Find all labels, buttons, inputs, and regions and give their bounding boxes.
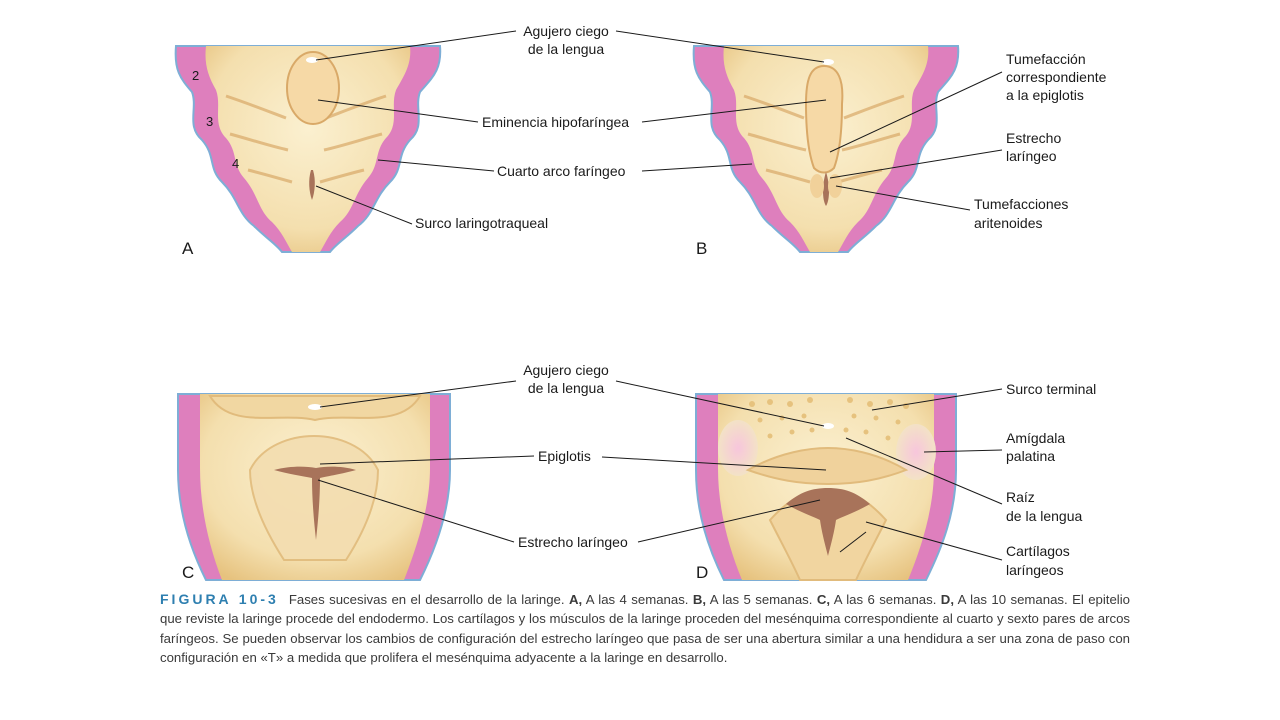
caption-intro: Fases sucesivas en el desarrollo de la l…	[288, 592, 569, 607]
pharynx-floor-a	[205, 46, 411, 252]
label-tumefaccion-line3: a la epiglotis	[1006, 87, 1084, 103]
leader-tumefaccion-b	[829, 71, 1003, 153]
label-amigdala-line1: Amígdala	[1006, 430, 1065, 446]
label-foramen-c-line1: Agujero ciego	[523, 362, 609, 378]
eminencia-hipofaringea-a	[286, 51, 340, 125]
arch-number-2: 2	[192, 68, 199, 83]
label-surco-terminal: Surco terminal	[1006, 381, 1096, 397]
label-aritenoides-line1: Tumefacciones	[974, 196, 1068, 212]
tonsil-left-d	[718, 420, 758, 476]
epiglottic-swelling-b	[804, 64, 844, 174]
figure-caption: FIGURA 10-3 Fases sucesivas en el desarro…	[160, 590, 1130, 668]
caption-letter-b: B,	[692, 592, 707, 607]
caption-letter-a: A,	[568, 592, 583, 607]
arch-ridges-b	[743, 94, 905, 184]
label-foramen-a-line2: de la lengua	[528, 41, 605, 57]
label-cartilagos-line2: laríngeos	[1006, 562, 1064, 578]
label-raiz-line2: de la lengua	[1006, 508, 1083, 524]
label-foramen-c-line2: de la lengua	[528, 380, 605, 396]
caption-text-d: A las 10 semanas. El epitelio que revist…	[160, 592, 1131, 666]
label-eminencia: Eminencia hipofaríngea	[482, 114, 629, 130]
label-raiz-line1: Raíz	[1006, 489, 1035, 505]
panel-d: D Surco terminal Amígdala palatina Raíz …	[601, 380, 1096, 582]
leader-epiglotis-d	[601, 456, 827, 471]
laryngeal-inlet-d	[786, 488, 870, 556]
arch-number-3: 3	[206, 114, 213, 129]
laryngeal-inlet-c	[274, 466, 356, 540]
leader-cartilagos-d-2	[839, 531, 867, 553]
laryngotracheal-groove-a	[309, 170, 315, 200]
foramen-caecum-b	[822, 59, 834, 65]
leader-epiglotis-c	[319, 455, 535, 465]
label-epiglotis: Epiglotis	[538, 448, 591, 464]
panel-letter-b: B	[696, 239, 707, 258]
panel-c: C Agujero ciego de la lengua Epiglotis E…	[177, 362, 628, 582]
leader-estrecho-c	[317, 479, 515, 543]
panel-letter-a: A	[182, 239, 194, 258]
foramen-caecum-c	[308, 404, 322, 410]
leader-amigdala-d	[923, 449, 1003, 453]
label-tumefaccion-line1: Tumefacción	[1006, 51, 1086, 67]
tonsil-right-d	[896, 424, 936, 480]
label-amigdala-line2: palatina	[1006, 448, 1055, 464]
leader-cartilagos-d-1	[865, 521, 1003, 561]
larynx-development-figure: 2 3 4 A Agujero ciego de la lengua Emine…	[174, 23, 1107, 582]
leader-surco-a	[315, 185, 413, 225]
leader-foramen-d	[615, 380, 825, 427]
label-estrecho-b-line2: laríngeo	[1006, 148, 1057, 164]
label-surco-laringotraqueal: Surco laringotraqueal	[415, 215, 548, 231]
leader-eminencia-b	[641, 99, 827, 123]
arytenoid-swelling-left-b	[810, 174, 824, 198]
leader-raiz-d	[845, 437, 1003, 505]
panel-letter-c: C	[182, 563, 194, 582]
caption-text-a: A las 4 semanas.	[582, 592, 693, 607]
arch-number-4: 4	[232, 156, 239, 171]
label-cartilagos-line1: Cartílagos	[1006, 543, 1070, 559]
figure-label: FIGURA 10-3	[160, 591, 279, 607]
tongue-root-d	[745, 446, 909, 486]
foramen-caecum-d	[822, 423, 834, 429]
leader-cuarto-arco-a	[377, 159, 495, 172]
leader-estrecho-d	[637, 499, 821, 543]
leader-foramen-b	[615, 30, 825, 63]
label-foramen-a-line1: Agujero ciego	[523, 23, 609, 39]
label-estrecho-c: Estrecho laríngeo	[518, 534, 628, 550]
leader-estrecho-b	[829, 149, 1003, 179]
label-estrecho-b-line1: Estrecho	[1006, 130, 1061, 146]
leader-foramen-c	[319, 380, 517, 408]
label-tumefaccion-line2: correspondiente	[1006, 69, 1107, 85]
label-aritenoides-line2: aritenoides	[974, 215, 1043, 231]
panel-b: B Tumefacción correspondiente a la epigl…	[615, 30, 1107, 258]
caption-text-b: A las 5 semanas.	[706, 592, 817, 607]
leader-aritenoides-b	[835, 185, 971, 211]
leader-surco-terminal-d	[871, 388, 1003, 411]
leader-cuarto-arco-b	[641, 163, 753, 172]
foramen-caecum-a	[306, 57, 318, 63]
leader-eminencia-a	[317, 99, 479, 123]
panel-letter-d: D	[696, 563, 708, 582]
laryngeal-inlet-b	[823, 172, 829, 206]
leader-foramen-a	[315, 30, 517, 61]
caption-letter-c: C,	[816, 592, 831, 607]
caption-letter-d: D,	[940, 592, 954, 607]
label-cuarto-arco: Cuarto arco faríngeo	[497, 163, 626, 179]
panel-a: 2 3 4 A Agujero ciego de la lengua Emine…	[174, 23, 629, 258]
caption-text-c: A las 6 semanas.	[830, 592, 941, 607]
arytenoid-swelling-right-b	[828, 174, 842, 198]
